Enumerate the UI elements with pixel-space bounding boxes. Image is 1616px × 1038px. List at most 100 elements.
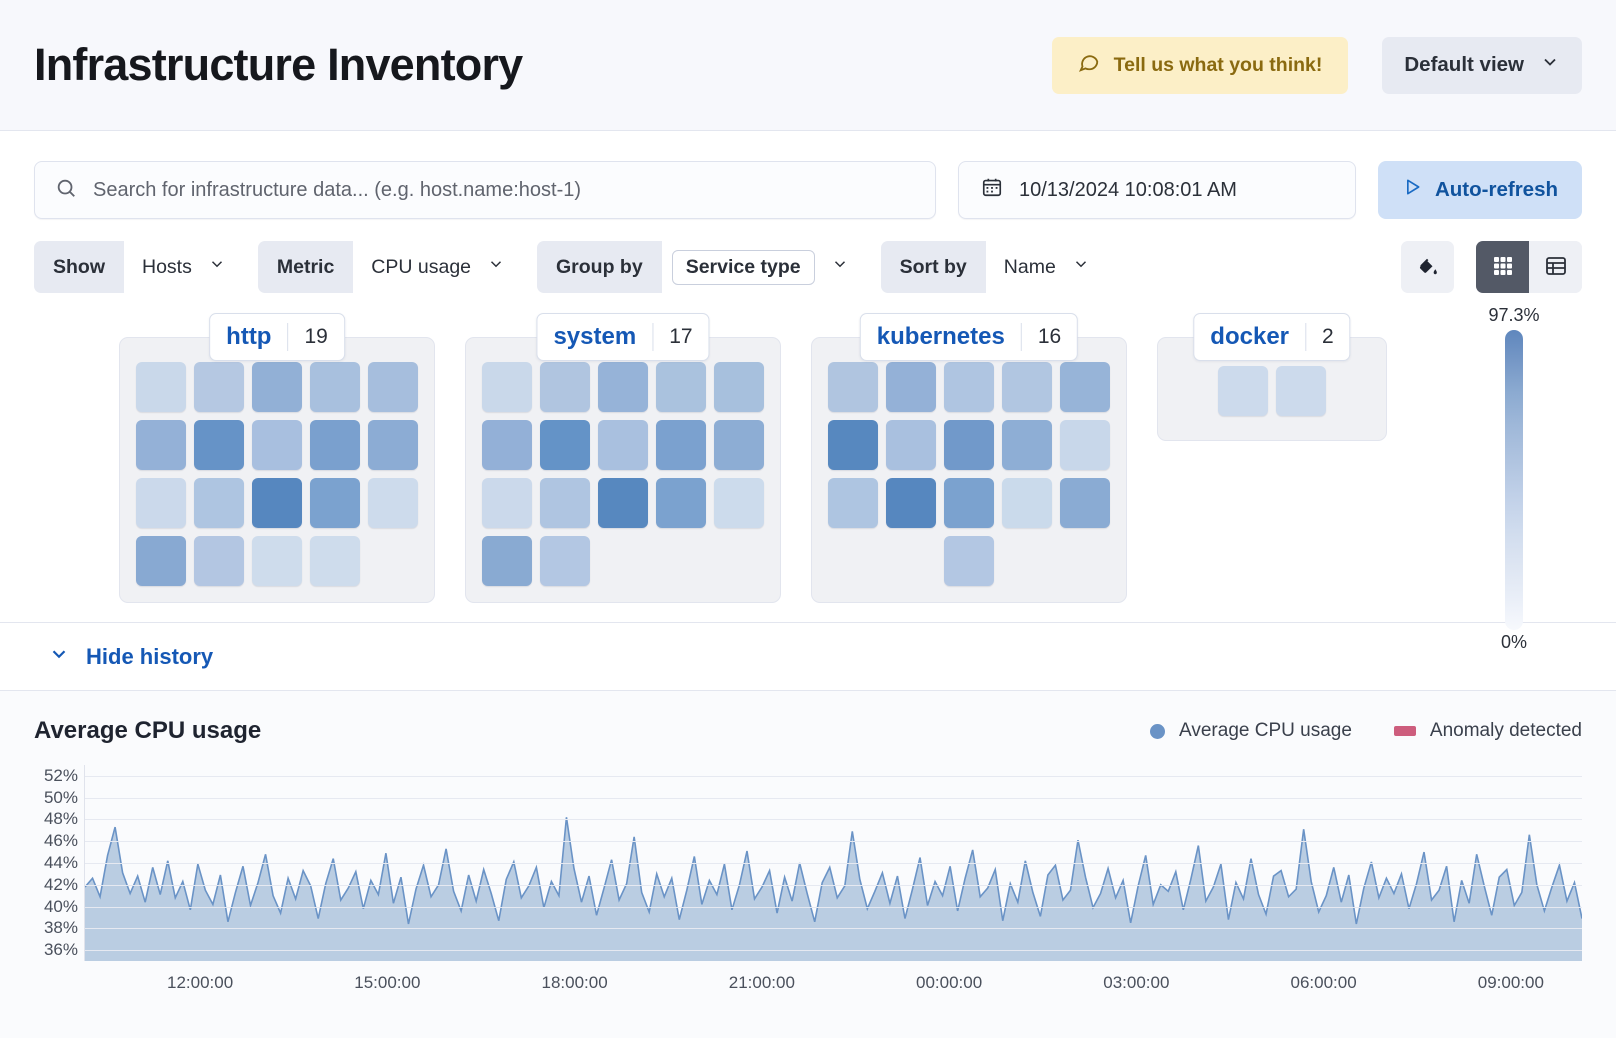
host-cell[interactable]	[136, 536, 186, 586]
host-cell[interactable]	[368, 478, 418, 528]
y-tick-label: 36%	[43, 940, 78, 960]
group-cells-system	[465, 337, 781, 603]
x-tick-label: 06:00:00	[1290, 973, 1357, 992]
host-cell[interactable]	[136, 362, 186, 412]
host-cell[interactable]	[828, 478, 878, 528]
host-cell[interactable]	[714, 362, 764, 412]
y-tick-label: 46%	[43, 831, 78, 851]
filter-metric-value[interactable]: CPU usage	[353, 241, 524, 293]
host-cell[interactable]	[368, 420, 418, 470]
host-cell[interactable]	[1060, 362, 1110, 412]
grid-line	[85, 906, 1582, 908]
host-cell[interactable]	[310, 362, 360, 412]
feedback-label: Tell us what you think!	[1113, 53, 1323, 76]
search-input[interactable]	[93, 178, 915, 202]
host-cell[interactable]	[540, 420, 590, 470]
host-cell[interactable]	[1060, 420, 1110, 470]
host-cell[interactable]	[482, 536, 532, 586]
host-cell[interactable]	[1276, 366, 1326, 416]
host-cell[interactable]	[310, 536, 360, 586]
host-cell[interactable]	[310, 420, 360, 470]
host-cell[interactable]	[540, 536, 590, 586]
paint-bucket-icon-button[interactable]	[1401, 241, 1454, 293]
host-cell[interactable]	[886, 362, 936, 412]
host-cell[interactable]	[482, 420, 532, 470]
host-cell[interactable]	[828, 420, 878, 470]
chart-header: Average CPU usage Average CPU usage Anom…	[34, 717, 1582, 745]
table-view-icon-button[interactable]	[1529, 241, 1582, 293]
host-cell[interactable]	[252, 536, 302, 586]
host-cell[interactable]	[540, 362, 590, 412]
host-cell[interactable]	[1002, 420, 1052, 470]
view-selector-button[interactable]: Default view	[1382, 36, 1582, 94]
host-cell[interactable]	[1218, 366, 1268, 416]
host-cell[interactable]	[886, 478, 936, 528]
host-cell[interactable]	[252, 420, 302, 470]
page-header: Infrastructure Inventory Tell us what yo…	[0, 0, 1616, 131]
feedback-button[interactable]: Tell us what you think!	[1051, 36, 1349, 94]
host-cell[interactable]	[482, 362, 532, 412]
header-actions: Tell us what you think! Default view	[1051, 36, 1582, 94]
host-cell[interactable]	[886, 420, 936, 470]
host-cell[interactable]	[252, 362, 302, 412]
host-cell[interactable]	[944, 362, 994, 412]
host-cell[interactable]	[310, 478, 360, 528]
color-legend: 97.3% 0%	[1474, 305, 1554, 653]
page-title: Infrastructure Inventory	[34, 39, 523, 90]
host-cell[interactable]	[1060, 478, 1110, 528]
host-cell[interactable]	[944, 536, 994, 586]
view-tools	[1401, 241, 1582, 293]
hide-history-toggle[interactable]: Hide history	[0, 623, 1616, 691]
host-cell[interactable]	[194, 478, 244, 528]
host-cell[interactable]	[714, 478, 764, 528]
grid-line	[85, 775, 1582, 777]
host-cell[interactable]	[944, 478, 994, 528]
filter-groupby-value[interactable]: Service type	[661, 241, 867, 293]
host-cell[interactable]	[194, 420, 244, 470]
legend-item-anomaly[interactable]: Anomaly detected	[1393, 720, 1582, 742]
host-cell[interactable]	[136, 420, 186, 470]
host-cell[interactable]	[1002, 362, 1052, 412]
chart-area-fill	[85, 817, 1582, 961]
date-picker[interactable]: 10/13/2024 10:08:01 AM	[957, 161, 1356, 219]
group-name: system	[553, 323, 637, 350]
grid-view-icon-button[interactable]	[1476, 241, 1529, 293]
host-cell[interactable]	[598, 362, 648, 412]
host-cell[interactable]	[598, 420, 648, 470]
host-cell[interactable]	[598, 478, 648, 528]
grid-line	[85, 819, 1582, 821]
host-cell[interactable]	[944, 420, 994, 470]
search-box[interactable]	[34, 161, 936, 219]
chart-plot[interactable]	[84, 765, 1582, 961]
filter-sortby-value[interactable]: Name	[985, 241, 1108, 293]
group-cells-http	[119, 337, 435, 603]
host-cell[interactable]	[1002, 478, 1052, 528]
host-cell[interactable]	[714, 420, 764, 470]
auto-refresh-button[interactable]: Auto-refresh	[1377, 161, 1582, 219]
host-cell[interactable]	[482, 478, 532, 528]
host-cell[interactable]	[656, 420, 706, 470]
host-cell[interactable]	[656, 478, 706, 528]
view-selector-label: Default view	[1404, 53, 1524, 76]
filter-metric-label: Metric	[257, 241, 354, 293]
date-picker-value: 10/13/2024 10:08:01 AM	[1018, 178, 1237, 201]
host-cell[interactable]	[656, 362, 706, 412]
host-cell[interactable]	[194, 362, 244, 412]
host-cell[interactable]	[194, 536, 244, 586]
filter-show-value[interactable]: Hosts	[124, 241, 244, 293]
host-cell[interactable]	[828, 362, 878, 412]
host-cell[interactable]	[368, 362, 418, 412]
host-cell[interactable]	[136, 478, 186, 528]
host-cell[interactable]	[540, 478, 590, 528]
host-cell[interactable]	[252, 478, 302, 528]
y-tick-label: 50%	[43, 787, 78, 807]
chevron-down-icon	[831, 255, 849, 279]
legend-item-average-cpu[interactable]: Average CPU usage	[1150, 720, 1352, 742]
comment-icon	[1078, 51, 1100, 79]
